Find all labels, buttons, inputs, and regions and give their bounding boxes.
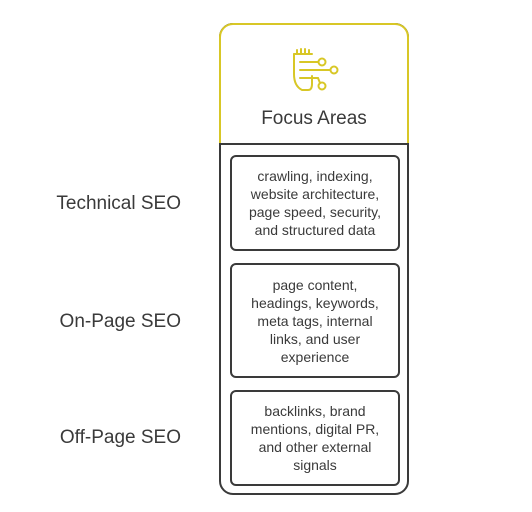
card-technical-seo: crawling, indexing, website architecture… xyxy=(230,155,400,251)
focus-areas-header xyxy=(219,23,409,145)
row-label-on-page-seo: On-Page SEO xyxy=(59,311,181,332)
foot-with-nodes-icon xyxy=(293,48,339,91)
card-on-page-seo: page content, headings, keywords, meta t… xyxy=(230,263,400,378)
header-divider xyxy=(219,143,409,145)
row-label-technical-seo: Technical SEO xyxy=(56,193,181,214)
header-title: Focus Areas xyxy=(261,108,367,129)
card-off-page-seo: backlinks, brand mentions, digital PR, a… xyxy=(230,390,400,486)
row-label-off-page-seo: Off-Page SEO xyxy=(59,427,181,448)
